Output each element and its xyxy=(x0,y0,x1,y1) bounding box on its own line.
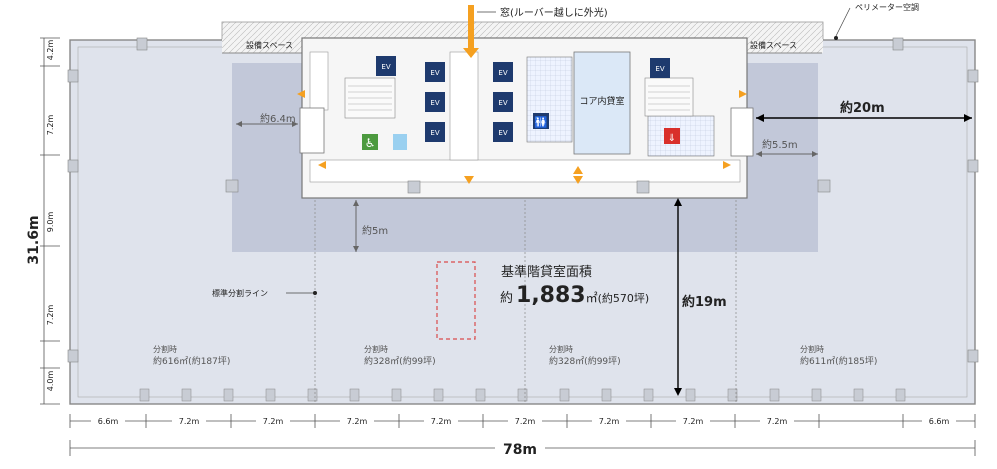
elevator-3: EV xyxy=(425,92,445,112)
partition-example xyxy=(436,261,476,340)
hdim-seg-4: 7.2m xyxy=(347,417,368,426)
horizontal-dimension: 78m 6.6m 7.2m 7.2m 7.2m 7.2m 7.2m 7.2m 7.2m 7.2m… xyxy=(69,414,976,458)
vdim-seg-2: 7.2m xyxy=(46,115,55,136)
elevator-1: EV xyxy=(376,56,396,76)
hdim-seg-3: 7.2m xyxy=(263,417,284,426)
hdim-seg-5: 7.2m xyxy=(431,417,452,426)
elevator-7: EV xyxy=(493,122,513,142)
division-1-area: 約616㎡(約187坪) xyxy=(153,355,230,367)
vertical-dimension: 31.6m 4.2m 7.2m 9.0m 7.2m 4.0m xyxy=(26,37,60,405)
core-rental-label: コア内貸室 xyxy=(579,95,624,107)
hdim-seg-2: 7.2m xyxy=(179,417,200,426)
perimeter-note: ペリメーター空調 xyxy=(855,2,919,12)
svg-text:EV: EV xyxy=(498,129,507,137)
elevator-4: EV xyxy=(425,122,445,142)
elevator-5: EV xyxy=(493,62,513,82)
division-2-area: 約328㎡(約99坪) xyxy=(364,355,436,367)
svg-text:EV: EV xyxy=(381,63,390,71)
stairs-right xyxy=(644,77,694,117)
dimension-arrows xyxy=(236,117,972,394)
hdim-seg-8: 7.2m xyxy=(683,417,704,426)
svg-text:EV: EV xyxy=(430,69,439,77)
distance-5-5: 約5.5m xyxy=(762,138,798,151)
accessible-toilet-icon: ♿ xyxy=(362,134,378,150)
distance-20: 約20m xyxy=(840,100,885,116)
division-3-title: 分割時 xyxy=(549,344,573,354)
svg-text:EV: EV xyxy=(430,129,439,137)
partition-line-label: 標準分割ライン xyxy=(212,288,268,298)
hdim-seg-1: 6.6m xyxy=(98,417,119,426)
equipment-space-left: 設備スペース xyxy=(246,40,293,50)
division-2-title: 分割時 xyxy=(364,344,388,354)
distance-6-4: 約6.4m xyxy=(260,112,296,125)
svg-text:🚻: 🚻 xyxy=(534,116,548,129)
division-3-area: 約328㎡(約99坪) xyxy=(549,355,621,367)
vdim-seg-4: 7.2m xyxy=(46,305,55,326)
elevator-6: EV xyxy=(493,92,513,112)
hdim-seg-9: 7.2m xyxy=(767,417,788,426)
window-note: 窓(ルーバー越しに外光) xyxy=(500,6,608,19)
elevator-2: EV xyxy=(425,62,445,82)
restroom-sign-icon: 🚻 xyxy=(533,113,549,129)
washbasin-icon xyxy=(393,134,407,150)
partition-lines xyxy=(314,200,737,404)
emergency-icon: ⇓ xyxy=(664,128,680,144)
hdim-seg-7: 7.2m xyxy=(599,417,620,426)
corridor xyxy=(309,159,741,183)
division-1-title: 分割時 xyxy=(153,344,177,354)
structural-columns xyxy=(67,37,979,402)
restroom-right xyxy=(647,115,715,157)
horizontal-total: 78m xyxy=(503,442,537,458)
hdim-seg-10: 6.6m xyxy=(929,417,950,426)
division-4-title: 分割時 xyxy=(800,344,824,354)
core-rental-room xyxy=(573,51,631,155)
vertical-total: 31.6m xyxy=(26,215,42,264)
elevator-8: EV xyxy=(650,58,670,78)
svg-text:♿: ♿ xyxy=(365,136,376,150)
svg-text:EV: EV xyxy=(498,99,507,107)
hdim-seg-6: 7.2m xyxy=(515,417,536,426)
distance-5: 約5m xyxy=(362,224,388,237)
distance-19: 約19m xyxy=(682,294,727,310)
vdim-seg-3: 9.0m xyxy=(46,212,55,233)
division-4-area: 約611㎡(約185坪) xyxy=(800,355,877,367)
shaft xyxy=(449,51,479,161)
vdim-seg-1: 4.2m xyxy=(46,40,55,61)
stairs-left xyxy=(344,77,396,119)
restroom-left xyxy=(526,56,573,143)
vdim-seg-5: 4.0m xyxy=(46,371,55,392)
elevator-group: EV EV EV EV EV EV EV EV xyxy=(376,56,670,142)
area-title: 基準階貸室面積 xyxy=(501,264,592,280)
entrance-arrows xyxy=(297,5,747,184)
svg-text:EV: EV xyxy=(498,69,507,77)
svg-text:⇓: ⇓ xyxy=(668,133,676,144)
equipment-space-right: 設備スペース xyxy=(750,40,797,50)
svg-text:EV: EV xyxy=(430,99,439,107)
svg-text:EV: EV xyxy=(655,65,664,73)
